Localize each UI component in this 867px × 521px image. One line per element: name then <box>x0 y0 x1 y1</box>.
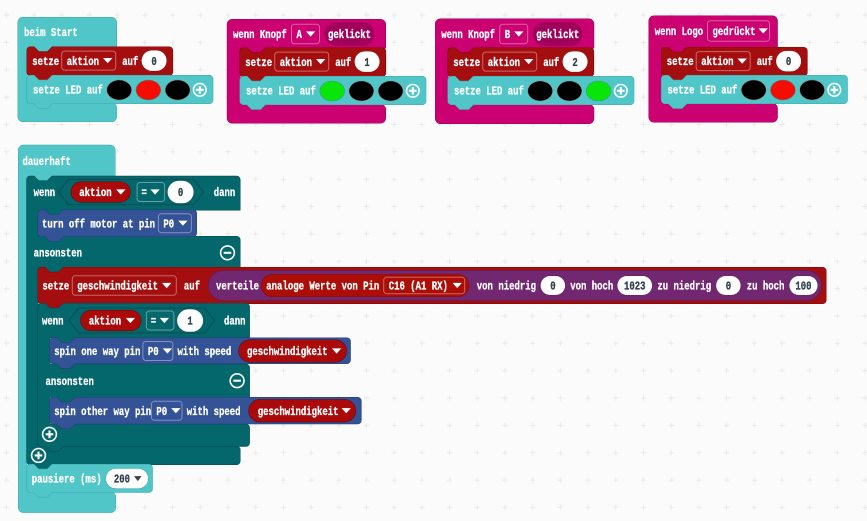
svg-text:auf: auf <box>184 280 200 294</box>
svg-text:wenn Knopf: wenn Knopf <box>233 28 287 42</box>
svg-text:100: 100 <box>795 280 811 294</box>
svg-text:aktion: aktion <box>701 55 733 69</box>
svg-text:0: 0 <box>786 55 791 69</box>
svg-text:dann: dann <box>214 186 236 200</box>
svg-text:von hoch: von hoch <box>570 280 613 294</box>
svg-text:zu hoch: zu hoch <box>747 280 785 294</box>
svg-text:setze: setze <box>42 280 69 294</box>
svg-text:aktion: aktion <box>89 315 121 329</box>
svg-text:1023: 1023 <box>624 280 646 294</box>
svg-text:auf: auf <box>122 55 138 69</box>
svg-text:P0: P0 <box>156 405 167 419</box>
svg-text:gedrückt: gedrückt <box>713 25 756 39</box>
svg-text:A: A <box>297 28 303 42</box>
svg-text:P0: P0 <box>163 217 174 231</box>
svg-text:0: 0 <box>550 280 555 294</box>
svg-text:aktion: aktion <box>488 56 520 70</box>
svg-text:=: = <box>151 315 156 329</box>
svg-text:pausiere (ms): pausiere (ms) <box>32 473 102 487</box>
svg-text:zu niedrig: zu niedrig <box>657 280 711 294</box>
svg-text:with speed: with speed <box>178 345 232 359</box>
svg-text:0: 0 <box>151 55 156 69</box>
svg-text:geklickt: geklickt <box>328 28 371 42</box>
svg-text:1: 1 <box>187 315 192 329</box>
svg-text:setze: setze <box>32 55 59 69</box>
svg-text:verteile: verteile <box>216 280 259 294</box>
svg-text:spin one way pin: spin one way pin <box>54 345 140 359</box>
svg-text:dann: dann <box>224 315 246 329</box>
svg-text:setze LED auf: setze LED auf <box>246 85 316 99</box>
svg-text:analoge Werte von Pin: analoge Werte von Pin <box>266 280 379 294</box>
svg-text:0: 0 <box>726 280 731 294</box>
svg-text:0: 0 <box>178 186 183 200</box>
svg-text:ansonsten: ansonsten <box>34 246 82 260</box>
svg-text:wenn: wenn <box>34 186 56 200</box>
svg-text:ansonsten: ansonsten <box>46 375 94 389</box>
svg-text:1: 1 <box>364 56 369 70</box>
svg-text:2: 2 <box>572 56 577 70</box>
svg-text:wenn Knopf: wenn Knopf <box>441 28 495 42</box>
svg-text:setze: setze <box>453 56 480 70</box>
svg-text:=: = <box>142 186 147 200</box>
svg-text:aktion: aktion <box>79 186 111 200</box>
svg-text:geklickt: geklickt <box>536 28 579 42</box>
svg-text:turn off motor at pin: turn off motor at pin <box>42 217 155 231</box>
svg-text:C16 (A1 RX): C16 (A1 RX) <box>389 280 448 294</box>
svg-text:with speed: with speed <box>187 405 241 419</box>
svg-text:aktion: aktion <box>280 56 312 70</box>
svg-text:spin other way pin: spin other way pin <box>54 405 151 419</box>
svg-text:auf: auf <box>335 56 351 70</box>
svg-text:beim Start: beim Start <box>24 26 78 40</box>
svg-text:setze: setze <box>245 56 272 70</box>
svg-text:P0: P0 <box>148 345 159 359</box>
svg-text:geschwindigkeit: geschwindigkeit <box>258 405 339 419</box>
svg-text:wenn: wenn <box>42 315 64 329</box>
svg-text:dauerhaft: dauerhaft <box>23 155 71 169</box>
svg-text:aktion: aktion <box>67 55 99 69</box>
svg-text:auf: auf <box>543 56 559 70</box>
svg-text:auf: auf <box>757 55 773 69</box>
svg-text:von niedrig: von niedrig <box>477 280 536 294</box>
svg-text:setze: setze <box>667 55 694 69</box>
svg-text:geschwindigkeit: geschwindigkeit <box>247 345 328 359</box>
svg-text:geschwindigkeit: geschwindigkeit <box>77 280 158 294</box>
svg-text:setze LED auf: setze LED auf <box>668 84 738 98</box>
svg-text:wenn Logo: wenn Logo <box>655 25 703 39</box>
svg-text:B: B <box>505 28 510 42</box>
svg-text:setze LED auf: setze LED auf <box>454 85 524 99</box>
svg-text:setze LED auf: setze LED auf <box>33 84 103 98</box>
svg-text:200: 200 <box>114 473 130 487</box>
